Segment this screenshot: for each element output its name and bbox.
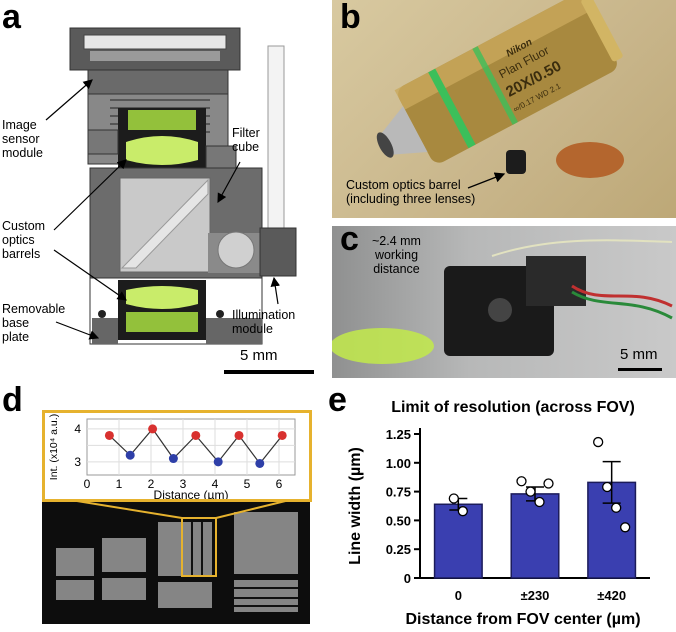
panel-letter-c: c: [340, 220, 359, 258]
data-point: [448, 493, 459, 504]
inset-data-point: [277, 430, 287, 440]
scale-bar-a: [224, 370, 314, 374]
inset-data-point: [234, 430, 244, 440]
x-tick-label: ±420: [597, 588, 626, 603]
inset-data-point: [148, 424, 158, 434]
inset-xtick-label: 1: [116, 477, 123, 491]
x-axis-label: Distance from FOV center (µm): [405, 611, 640, 628]
label-filter-cube: Filter cube: [232, 126, 260, 154]
data-point: [534, 496, 545, 508]
inset-yaxis-label: Int. (x10⁴ a.u.): [48, 414, 60, 480]
bar: [510, 493, 560, 579]
data-point: [593, 436, 604, 448]
device-cad-drawing: [69, 27, 297, 345]
data-point: [543, 478, 554, 489]
label-removable-base-plate: Removable base plate: [2, 302, 66, 344]
inset-ytick-label: 3: [74, 455, 81, 469]
panel-letter-b: b: [340, 0, 361, 36]
panel-letter-d: d: [2, 381, 23, 419]
label-working-distance: ~2.4 mm working distance: [372, 234, 421, 276]
data-point: [516, 476, 527, 487]
y-axis-label: Line width (µm): [347, 447, 364, 565]
inset-data-point: [125, 450, 135, 460]
y-tick-label: 0.25: [386, 542, 411, 557]
chart-title: Limit of resolution (across FOV): [391, 399, 635, 416]
bar: [433, 503, 483, 579]
x-tick-label: 0: [455, 588, 462, 603]
label-custom-optics-barrel: Custom optics barrel (including three le…: [346, 178, 476, 206]
inset-ytick-label: 4: [74, 422, 81, 436]
scale-bar-c-label: 5 mm: [620, 346, 658, 363]
panel-letter-e: e: [328, 381, 347, 419]
label-illumination-module: Illumination module: [232, 308, 296, 336]
resolution-bar-chart: Limit of resolution (across FOV) 0 0.25 0.5…: [347, 399, 650, 628]
label-image-sensor-module: Image sensor module: [2, 118, 43, 160]
y-tick-label: 0: [404, 571, 411, 586]
data-point: [611, 502, 622, 513]
y-tick-label: 0.50: [386, 513, 411, 528]
inset-xtick-label: 6: [276, 477, 283, 491]
inset-xtick-label: 0: [84, 477, 91, 491]
data-point: [602, 481, 613, 493]
inset-data-point: [255, 458, 265, 468]
inset-xtick-label: 2: [148, 477, 155, 491]
y-tick-label: 0.75: [386, 485, 411, 500]
inset-data-point: [213, 457, 223, 467]
panel-letter-a: a: [2, 0, 21, 36]
inset-xtick-label: 5: [244, 477, 251, 491]
panel-a-leader-lines: [45, 79, 281, 340]
photo-objective-lens: Nikon Plan Fluor 20X/0.50 ∞/0.17 WD 2.1: [332, 0, 676, 218]
data-point: [525, 486, 536, 497]
panel-b-arrow: [467, 172, 506, 189]
y-tick-label: 1.25: [386, 427, 411, 442]
inset-data-point: [191, 430, 201, 440]
inset-plot-area: [86, 418, 296, 476]
scale-bar-c: [618, 368, 662, 371]
inset-xtick-label: 3: [180, 477, 187, 491]
scale-bar-a-label: 5 mm: [240, 347, 278, 364]
data-point: [457, 506, 468, 517]
photo-mounted-device: [332, 226, 676, 378]
x-tick-label: ±230: [521, 588, 550, 603]
resolution-target-image: [42, 498, 310, 624]
y-tick-label: 1.00: [386, 456, 411, 471]
inset-xtick-label: 4: [212, 477, 219, 491]
inset-data-point: [104, 430, 114, 440]
inset-data-point: [168, 454, 178, 464]
inset-xaxis-label: Distance (µm): [154, 488, 229, 499]
label-custom-optics-barrels: Custom optics barrels: [2, 219, 46, 261]
data-point: [620, 522, 631, 533]
